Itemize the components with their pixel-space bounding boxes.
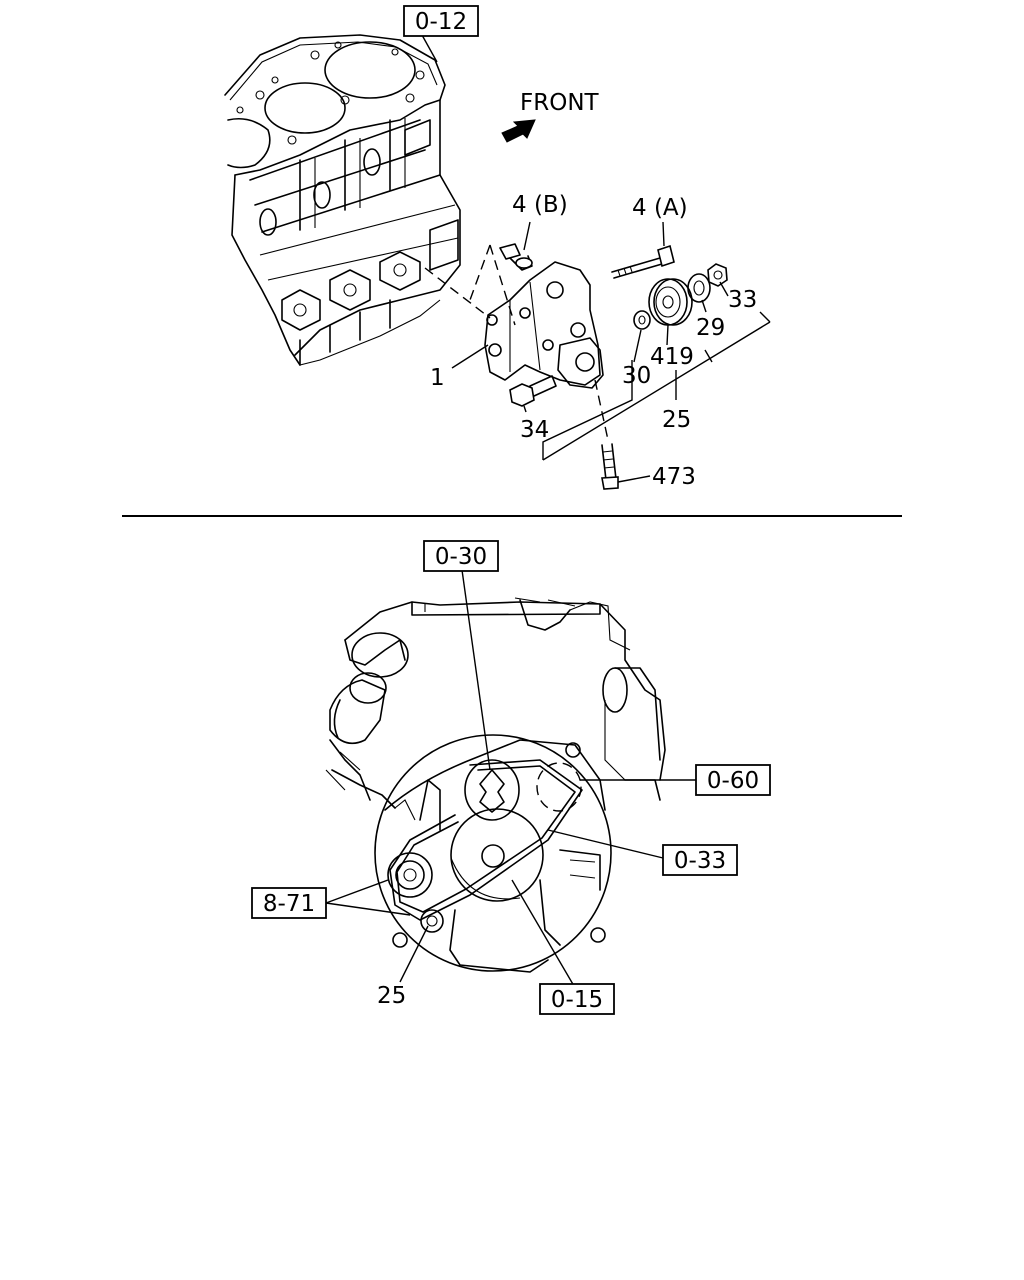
ref-box-block <box>403 5 479 37</box>
callout-473: 473 <box>652 464 696 490</box>
bolt-473-drawing <box>601 443 619 490</box>
ref-r060: 0-60 <box>707 768 759 794</box>
callout-419: 419 <box>650 344 694 370</box>
callout-33: 33 <box>728 287 757 313</box>
ref-box-r030 <box>423 540 499 572</box>
callout-34: 34 <box>520 417 549 443</box>
callout-4b: 4 (B) <box>512 192 568 218</box>
callout-29: 29 <box>696 315 725 341</box>
upper-leader-lines <box>421 34 771 483</box>
engine-front-drawing <box>325 597 666 973</box>
front-direction-arrow-icon <box>501 119 536 143</box>
bolt-4b-drawing <box>499 243 533 271</box>
spacer-30-drawing <box>633 310 651 330</box>
ref-box-r871 <box>251 887 327 919</box>
ref-r871: 8-71 <box>263 891 315 917</box>
nut-33-drawing <box>707 263 728 287</box>
ref-box-r033 <box>662 844 738 876</box>
idler-bracket-drawing <box>469 244 609 441</box>
callout-30: 30 <box>622 363 651 389</box>
engine-block-drawing <box>224 34 461 366</box>
callout-4a: 4 (A) <box>632 195 688 221</box>
ref-block: 0-12 <box>415 9 467 35</box>
callout-25-lower: 25 <box>377 983 406 1009</box>
ref-r015: 0-15 <box>551 987 603 1013</box>
ref-r033: 0-33 <box>674 848 726 874</box>
mounting-alignment-line <box>424 267 491 319</box>
callout-25-upper: 25 <box>662 407 691 433</box>
front-label: FRONT <box>520 90 600 116</box>
ref-box-r060 <box>695 764 771 796</box>
lower-leader-lines <box>325 569 696 987</box>
callout-1: 1 <box>430 365 445 391</box>
ref-box-r015 <box>539 983 615 1015</box>
ref-r030: 0-30 <box>435 544 487 570</box>
bolt-4a-drawing <box>611 244 675 279</box>
bolt-34-drawing <box>509 375 557 407</box>
idler-pulley-419-drawing <box>648 278 693 326</box>
